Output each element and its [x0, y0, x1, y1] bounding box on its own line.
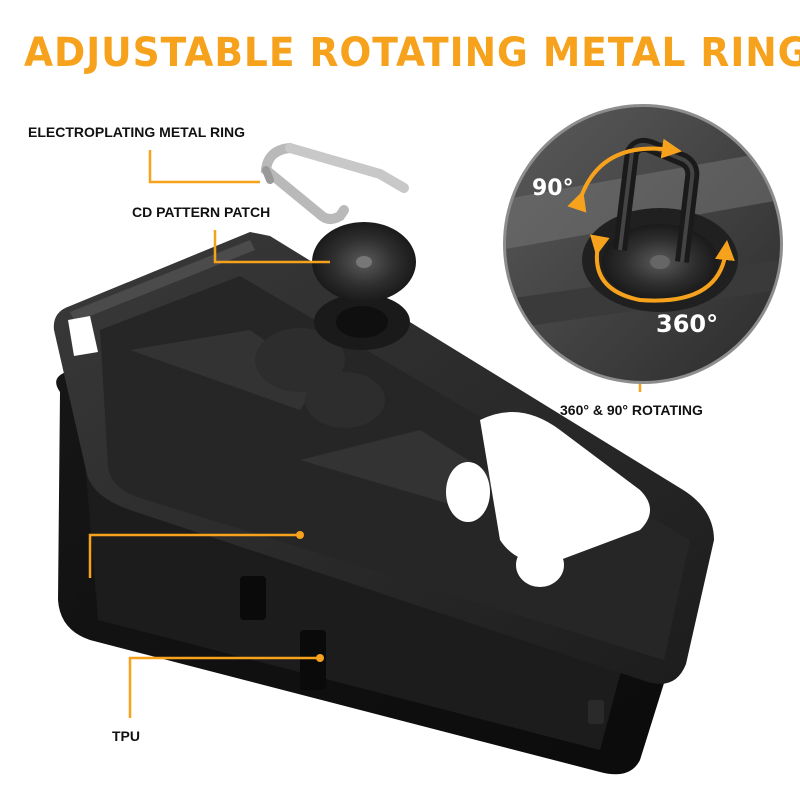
label-electroplating-metal-ring: ELECTROPLATING METAL RING [28, 124, 245, 140]
rotate-90-arrow [567, 138, 682, 213]
camera-cutout [480, 412, 650, 563]
label-tpu: TPU [112, 728, 140, 744]
camera-cutout [516, 543, 564, 587]
pc-shell [53, 232, 715, 684]
page-title: ADJUSTABLE ROTATING METAL RING [24, 30, 800, 76]
leader-line-patch [213, 230, 330, 264]
leader-line-ring [148, 150, 260, 184]
side-button [300, 630, 326, 690]
angle-90-label: 90° [532, 176, 574, 201]
metal-ring [260, 143, 409, 224]
leader-line-tpu [128, 656, 320, 718]
label-rotating: 360° & 90° ROTATING [560, 402, 703, 418]
ring-mount [255, 328, 345, 392]
rotate-360-arrow [589, 234, 735, 303]
camera-cutout [446, 462, 490, 522]
angle-360-label: 360° [656, 310, 719, 338]
ring-mount [305, 372, 385, 428]
charging-port-cutout [588, 700, 604, 724]
label-cd-pattern-patch: CD PATTERN PATCH [132, 204, 271, 220]
side-button [240, 576, 266, 620]
rotation-detail-inset [503, 104, 783, 384]
leader-line-pc [88, 533, 300, 578]
label-pc: PC [78, 590, 98, 606]
